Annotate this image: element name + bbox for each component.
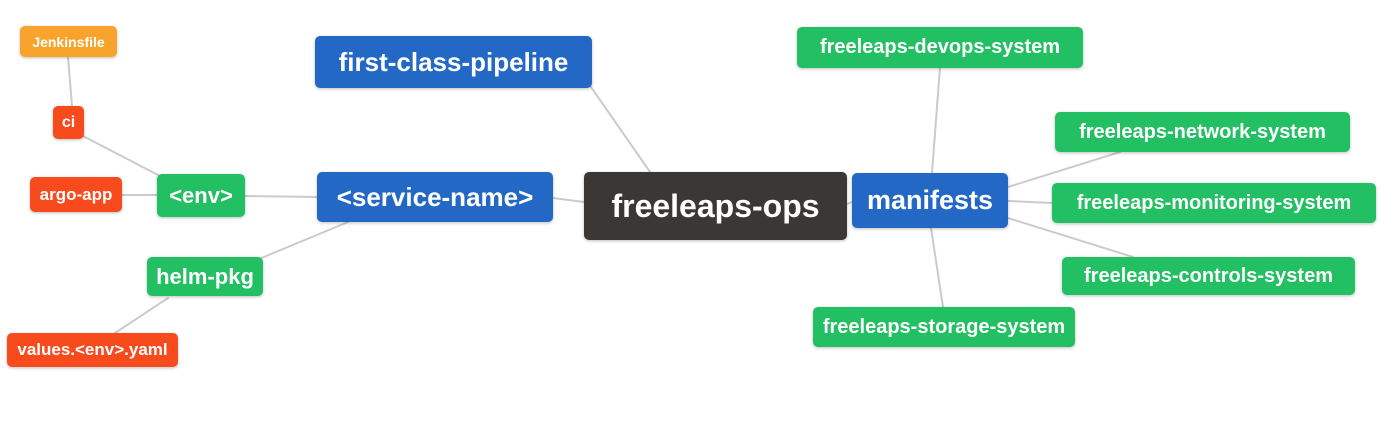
node-first-class-pipeline[interactable]: first-class-pipeline <box>315 36 592 88</box>
edge-devops-manifests <box>931 66 941 174</box>
edge-ci-env <box>82 135 161 177</box>
edge-manifests-controls <box>1007 217 1134 258</box>
edge-jenkinsfile-ci <box>67 56 73 107</box>
node-service-name[interactable]: <service-name> <box>317 172 553 222</box>
node-ci[interactable]: ci <box>53 106 84 139</box>
edge-values-helm-pkg <box>114 297 169 334</box>
node-argo-app[interactable]: argo-app <box>30 177 122 212</box>
edge-service-name-ops <box>552 197 585 203</box>
node-manifests[interactable]: manifests <box>852 173 1008 228</box>
node-jenkinsfile[interactable]: Jenkinsfile <box>20 26 117 57</box>
edge-env-service-name <box>244 195 318 198</box>
edge-ops-manifests <box>846 201 853 205</box>
edge-first-class-pipeline-ops <box>590 86 651 173</box>
edge-manifests-storage <box>930 227 944 308</box>
node-helm-pkg[interactable]: helm-pkg <box>147 257 263 296</box>
edge-manifests-monitoring <box>1007 200 1053 204</box>
node-freeleaps-ops[interactable]: freeleaps-ops <box>584 172 847 240</box>
edge-helm-pkg-service-name <box>258 221 349 260</box>
node-controls-system[interactable]: freeleaps-controls-system <box>1062 257 1355 295</box>
edge-manifests-network <box>1007 151 1121 188</box>
node-network-system[interactable]: freeleaps-network-system <box>1055 112 1350 152</box>
node-storage-system[interactable]: freeleaps-storage-system <box>813 307 1075 347</box>
node-devops-system[interactable]: freeleaps-devops-system <box>797 27 1083 68</box>
node-values-env-yaml[interactable]: values.<env>.yaml <box>7 333 178 367</box>
node-env[interactable]: <env> <box>157 174 245 217</box>
node-monitoring-system[interactable]: freeleaps-monitoring-system <box>1052 183 1376 223</box>
